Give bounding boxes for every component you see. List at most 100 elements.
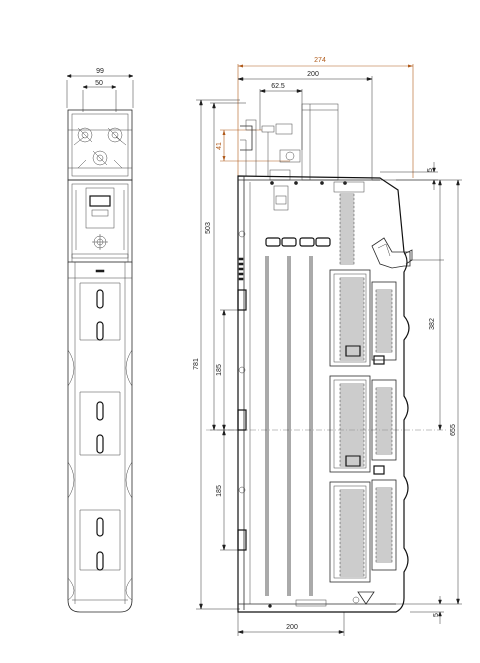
vent-slot <box>375 527 393 531</box>
vent-slot <box>339 427 365 431</box>
vent-slot <box>339 217 355 221</box>
dim-right-mid-label: 382 <box>429 318 436 330</box>
vent-slot <box>375 487 393 491</box>
vent-slot <box>339 549 365 553</box>
vent-slot <box>339 383 365 387</box>
vent-slot <box>339 317 365 321</box>
vent-slot <box>375 547 393 551</box>
vent-slot <box>375 329 393 333</box>
vent-slot <box>339 459 365 463</box>
vent-slot <box>375 559 393 563</box>
side-dim-200-bottom: 200 <box>237 612 345 636</box>
vent-slot <box>339 509 365 513</box>
vent-slot <box>339 573 365 577</box>
vent-slot <box>375 337 393 341</box>
vent-slot <box>339 517 365 521</box>
side-dim-185-lower: 185 <box>216 429 246 551</box>
vent-slot <box>375 491 393 495</box>
vent-slot <box>339 301 365 305</box>
side-dim-274: 274 <box>237 57 414 178</box>
vent-slot <box>339 439 365 443</box>
vent-slot <box>375 439 393 443</box>
vent-slot <box>339 209 355 213</box>
vent-slot <box>339 395 365 399</box>
vent-slot <box>375 399 393 403</box>
vent-slot <box>339 565 365 569</box>
vent-slot <box>375 317 393 321</box>
vent-slot <box>375 423 393 427</box>
vent-slot <box>375 395 393 399</box>
vent-slot <box>375 341 393 345</box>
dim-right-full-label: 655 <box>450 424 457 436</box>
dim-bottom-width-label: 200 <box>286 624 298 631</box>
vent-slot <box>339 513 365 517</box>
vent-slot <box>375 443 393 447</box>
side-dim-655: 655 <box>372 179 462 605</box>
vent-slot <box>339 493 365 497</box>
vent-slot <box>339 313 365 317</box>
vent-slot <box>375 345 393 349</box>
vent-slot <box>375 387 393 391</box>
vent-slot <box>375 515 393 519</box>
vent-slot <box>339 245 355 249</box>
vent-slot <box>339 285 365 289</box>
side-dim-781: 781 <box>193 99 240 610</box>
vent-slot <box>375 495 393 499</box>
front-dim-99: 99 <box>66 68 134 108</box>
vent-slot <box>339 337 365 341</box>
vent-slot <box>339 261 355 265</box>
vent-slot <box>375 535 393 539</box>
vent-slot <box>339 557 365 561</box>
vent-slot <box>339 305 365 309</box>
vent-slot <box>375 297 393 301</box>
vent-slot <box>339 253 355 257</box>
vent-slot <box>339 415 365 419</box>
vent-slot <box>339 281 365 285</box>
front-dim-50: 50 <box>82 80 117 112</box>
front-fuse-body <box>67 262 133 613</box>
vent-slot <box>339 525 365 529</box>
vent-slot <box>339 213 355 217</box>
side-dim-382: 382 <box>410 179 444 431</box>
vent-slot <box>339 341 365 345</box>
vent-slot <box>339 249 355 253</box>
vent-slot <box>339 349 365 353</box>
vent-slot <box>339 423 365 427</box>
dim-clamp-offset-label: 62.5 <box>271 83 285 90</box>
vent-slot <box>375 507 393 511</box>
vent-slot <box>339 529 365 533</box>
vent-slot <box>339 505 365 509</box>
vent-slot <box>339 257 355 261</box>
vent-slot <box>375 321 393 325</box>
vent-slot <box>375 349 393 353</box>
vent-slot <box>339 277 365 281</box>
vent-slot <box>339 411 365 415</box>
side-view: 274 200 62.5 41 <box>193 57 462 636</box>
vent-slot <box>339 333 365 337</box>
dim-right-bottom-gap-label: 5 <box>433 613 440 617</box>
vent-slot <box>339 221 355 225</box>
vent-slot <box>375 447 393 451</box>
vent-slot <box>375 391 393 395</box>
side-dim-62-5: 62.5 <box>259 83 303 150</box>
vent-slot <box>339 225 355 229</box>
vent-slot <box>339 309 365 313</box>
vent-slot <box>375 403 393 407</box>
vent-slot <box>375 313 393 317</box>
vent-slot <box>339 297 365 301</box>
vent-slot <box>339 537 365 541</box>
vent-slot <box>339 497 365 501</box>
vent-slot <box>339 193 355 197</box>
vent-slot <box>339 447 365 451</box>
dim-total-height-label: 781 <box>193 358 200 370</box>
vent-slot <box>339 521 365 525</box>
vent-slot <box>339 419 365 423</box>
front-top-terminal <box>67 109 133 181</box>
vent-slot <box>339 325 365 329</box>
dim-body-depth-label: 200 <box>307 71 319 78</box>
vent-slot <box>339 545 365 549</box>
vent-slot <box>375 407 393 411</box>
vent-slot <box>375 419 393 423</box>
dim-pitch-upper-label: 185 <box>216 364 223 376</box>
